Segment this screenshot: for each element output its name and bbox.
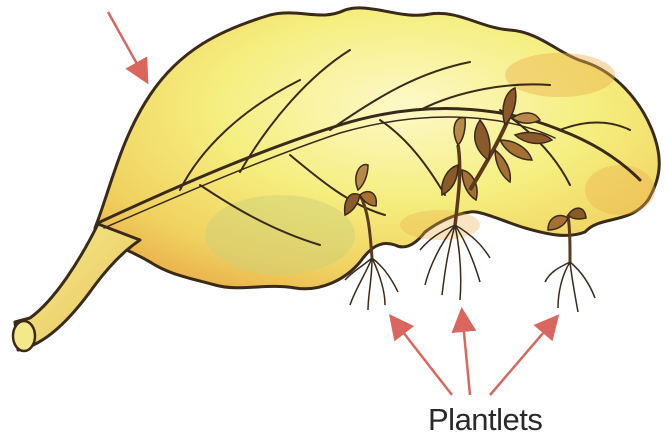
plantlet-4-roots <box>545 262 595 312</box>
leaf-shade-patch <box>205 195 355 275</box>
arrow-to-plantlet-4 <box>490 318 556 395</box>
leaf-margin-arrow <box>108 12 146 80</box>
leaf-blade <box>95 8 659 289</box>
leaf-shade-patch <box>505 53 615 97</box>
arrow-to-plantlet-1 <box>392 318 452 395</box>
leaf-shade-patch <box>400 210 480 240</box>
arrow-to-plantlet-2 <box>462 312 470 395</box>
plantlet-arrows <box>392 312 556 395</box>
stalk-cut-end <box>13 321 35 351</box>
leaf-shade-patch <box>585 165 655 215</box>
plantlets-label: Plantlets <box>428 402 542 438</box>
